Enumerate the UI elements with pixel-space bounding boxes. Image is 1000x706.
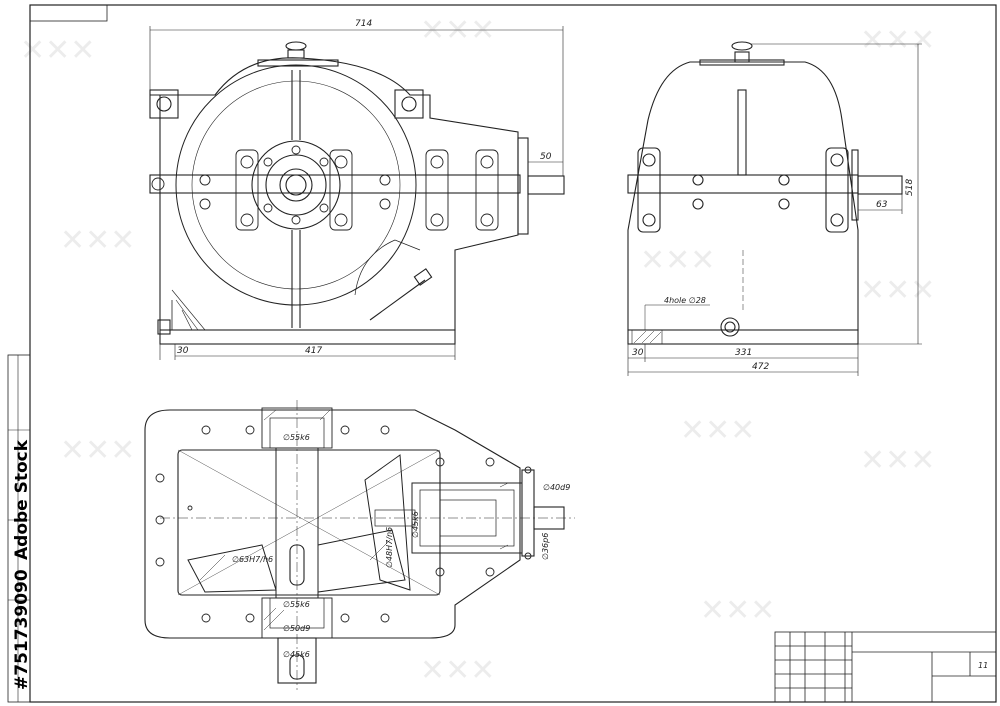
fit-input-bearing: ∅45k6	[411, 511, 420, 538]
dim-side-overall-width: 472	[752, 362, 769, 372]
stock-id: #751739090	[12, 569, 32, 690]
title-block	[774, 631, 997, 703]
front-view	[149, 41, 565, 345]
svg-text:✕✕✕: ✕✕✕	[420, 653, 495, 688]
fit-input-seal: ∅40d9	[543, 483, 570, 492]
svg-text:✕✕✕: ✕✕✕	[420, 13, 495, 48]
svg-text:✕✕✕: ✕✕✕	[60, 223, 135, 258]
dim-side-hole-spacing: 331	[735, 348, 752, 358]
svg-text:✕✕✕: ✕✕✕	[60, 433, 135, 468]
svg-text:✕✕✕: ✕✕✕	[860, 443, 935, 478]
fit-output-end: ∅45k6	[283, 650, 310, 659]
stock-id-text: #751739090 Adobe Stock	[12, 439, 32, 690]
dim-front-base-offset: 30	[177, 346, 189, 356]
stock-brand: Adobe Stock	[12, 439, 32, 560]
dim-front-shaft-length: 50	[540, 152, 552, 162]
front-view-dimensions	[149, 26, 564, 360]
dim-side-shaft-length: 63	[876, 200, 888, 210]
watermark-tiles: ✕✕✕ ✕✕✕ ✕✕✕ ✕✕✕ ✕✕✕ ✕✕✕ ✕✕✕ ✕✕✕ ✕✕✕ ✕✕✕ …	[20, 13, 935, 688]
dim-side-height: 518	[905, 179, 915, 196]
svg-text:✕✕✕: ✕✕✕	[860, 23, 935, 58]
fit-gear-bore: ∅63H7/h6	[232, 555, 273, 564]
plan-view	[144, 400, 575, 690]
svg-text:✕✕✕: ✕✕✕	[640, 243, 715, 278]
fit-output-seal: ∅50d9	[283, 624, 310, 633]
sheet-number: 11	[978, 661, 988, 670]
dim-side-base-offset: 30	[632, 348, 644, 358]
side-view	[627, 41, 903, 345]
svg-text:✕✕✕: ✕✕✕	[700, 593, 775, 628]
dim-front-overall-width: 714	[355, 19, 372, 29]
svg-text:✕✕✕: ✕✕✕	[20, 33, 95, 68]
svg-text:✕✕✕: ✕✕✕	[680, 413, 755, 448]
fit-top-bearing: ∅55k6	[283, 433, 310, 442]
fit-input-end: ∅36p6	[541, 533, 550, 560]
side-view-dimensions	[627, 43, 922, 376]
fit-bottom-bearing: ∅55k6	[283, 600, 310, 609]
sheet-frame	[7, 4, 997, 703]
fit-pinion-bore: ∅48H7/n6	[385, 527, 394, 568]
note-side-holes: 4hole ∅28	[664, 296, 706, 305]
dim-front-base-length: 417	[305, 346, 322, 356]
svg-text:✕✕✕: ✕✕✕	[860, 273, 935, 308]
